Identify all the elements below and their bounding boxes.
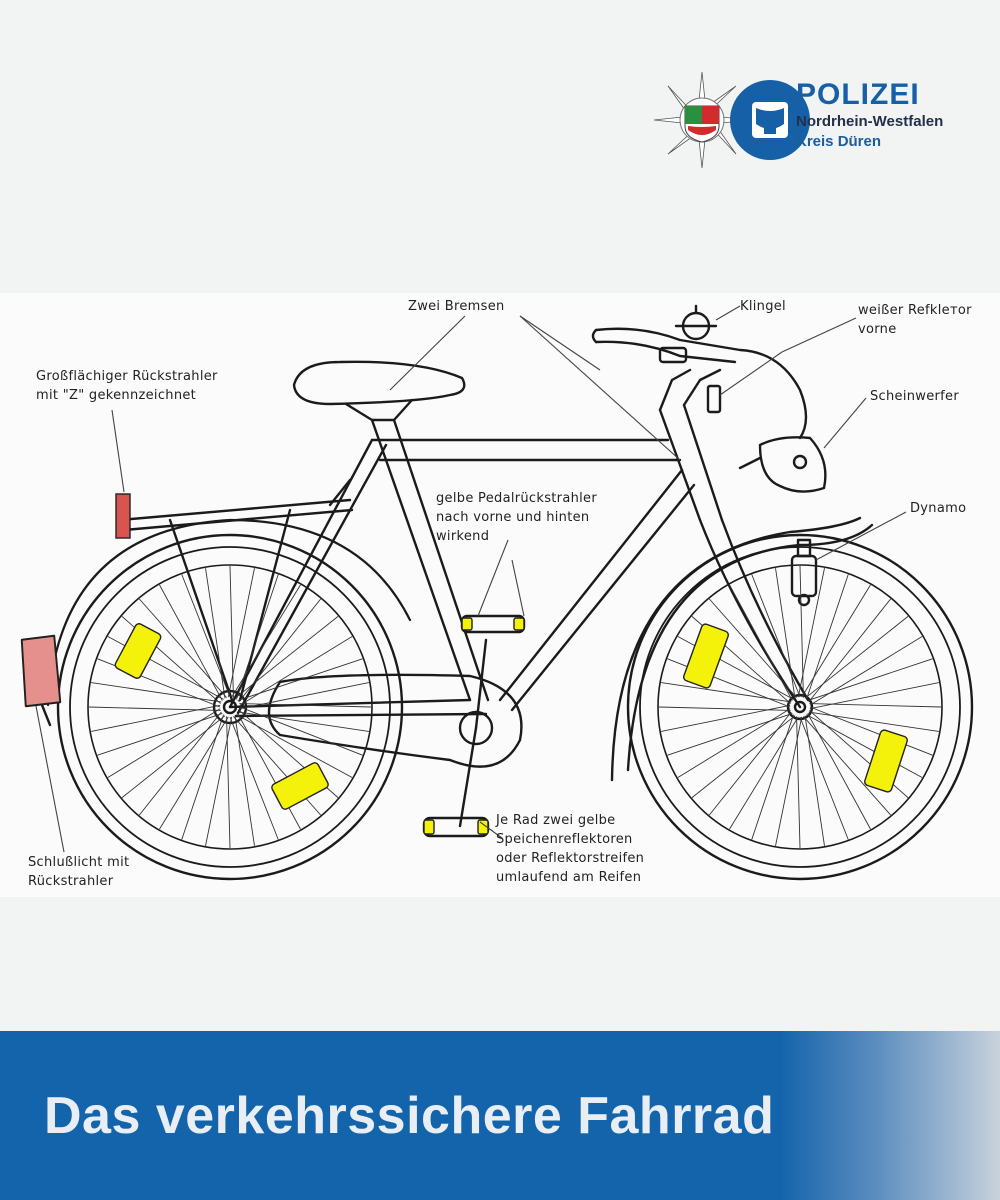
wheel-spoke xyxy=(107,708,221,778)
wheel-spoke xyxy=(799,716,849,840)
wheel-spoke xyxy=(229,716,279,840)
wheel-spoke xyxy=(775,716,803,846)
wheel-spoke xyxy=(237,713,301,830)
wheel-spoke xyxy=(809,703,942,708)
label-rear-reflector: Großflächiger Rückstrahler mit "Z" geken… xyxy=(36,369,218,403)
wheel-spoke xyxy=(729,584,793,701)
wheel-spoke xyxy=(229,565,234,698)
wheel-spoke xyxy=(97,713,223,756)
wheel-spoke xyxy=(797,568,825,698)
wheel-spoke xyxy=(227,568,255,698)
label-tail-light: Schlußlicht mit Rückstrahler xyxy=(28,855,130,889)
wheel-spoke xyxy=(729,716,799,830)
label-bell: Klingel xyxy=(740,299,786,314)
wheel-spoke xyxy=(809,682,939,710)
title-banner xyxy=(0,1031,1000,1200)
wheel-spoke xyxy=(658,706,791,711)
police-star-icon xyxy=(653,71,751,169)
wheel-spoke xyxy=(88,706,221,711)
wheel-spoke xyxy=(239,636,353,706)
wheel-spoke xyxy=(237,658,363,701)
wheel-spoke xyxy=(121,715,226,798)
banner-title: Das verkehrssichere Fahrrad xyxy=(44,1087,775,1145)
label-front-reflector: weißer Refklетor vorne xyxy=(858,303,972,337)
wheel-spoke xyxy=(159,584,223,701)
district-seal-icon xyxy=(730,80,810,160)
label-spoke-reflectors: Je Rad zwei gelbe Speichenreflektoren od… xyxy=(496,813,645,885)
police-logo: POLIZEI Nordrhein-Westfalen Kreis Düren xyxy=(652,70,972,170)
wheel-spoke xyxy=(804,715,825,846)
bicycle-drawing xyxy=(20,304,974,881)
wheel-spoke xyxy=(799,565,804,698)
wheel-spoke xyxy=(661,682,792,703)
wheel-spoke xyxy=(807,658,933,701)
wheel-spoke xyxy=(667,658,791,708)
wheel-spoke xyxy=(691,715,796,798)
logo-district: Kreis Düren xyxy=(796,133,882,150)
label-pedal-reflectors: gelbe Pedalrückstrahler nach vorne und h… xyxy=(436,491,597,544)
wheel-spoke xyxy=(775,568,796,699)
wheel-spoke xyxy=(667,713,793,756)
logo-title: POLIZEI xyxy=(796,78,920,111)
wheel-spoke xyxy=(205,716,233,846)
wheel-spoke xyxy=(236,714,353,778)
bicycle-illustration: Zwei Bremsen Klingel weißer Refklетor vo… xyxy=(0,293,1000,897)
wheel-spoke xyxy=(159,716,229,830)
wheel-spoke xyxy=(205,568,226,699)
wheel-spoke xyxy=(91,682,222,703)
label-headlight: Scheinwerfer xyxy=(870,389,959,404)
wheel-spoke xyxy=(231,584,301,698)
wheel-spoke xyxy=(809,636,923,706)
wheel-spoke xyxy=(226,716,231,849)
wheel-spoke xyxy=(239,682,369,710)
wheel-spoke xyxy=(91,704,221,732)
label-brakes: Zwei Bremsen xyxy=(408,299,505,314)
wheel-spoke xyxy=(809,706,933,756)
logo-subtitle: Nordrhein-Westfalen xyxy=(796,113,944,130)
wheel-spoke xyxy=(804,616,909,699)
wheel-spoke xyxy=(234,715,255,846)
wheel-spoke xyxy=(181,574,231,698)
wheel-spoke xyxy=(239,706,363,756)
wheel-spoke xyxy=(234,616,339,699)
wheel-spoke xyxy=(808,711,939,732)
wheel-spoke xyxy=(661,704,791,732)
wheel-spoke xyxy=(677,708,791,778)
wheel-spoke xyxy=(807,713,871,830)
wheel-spoke xyxy=(801,584,871,698)
label-dynamo: Dynamo xyxy=(910,501,967,516)
wheel-spoke xyxy=(796,716,801,849)
